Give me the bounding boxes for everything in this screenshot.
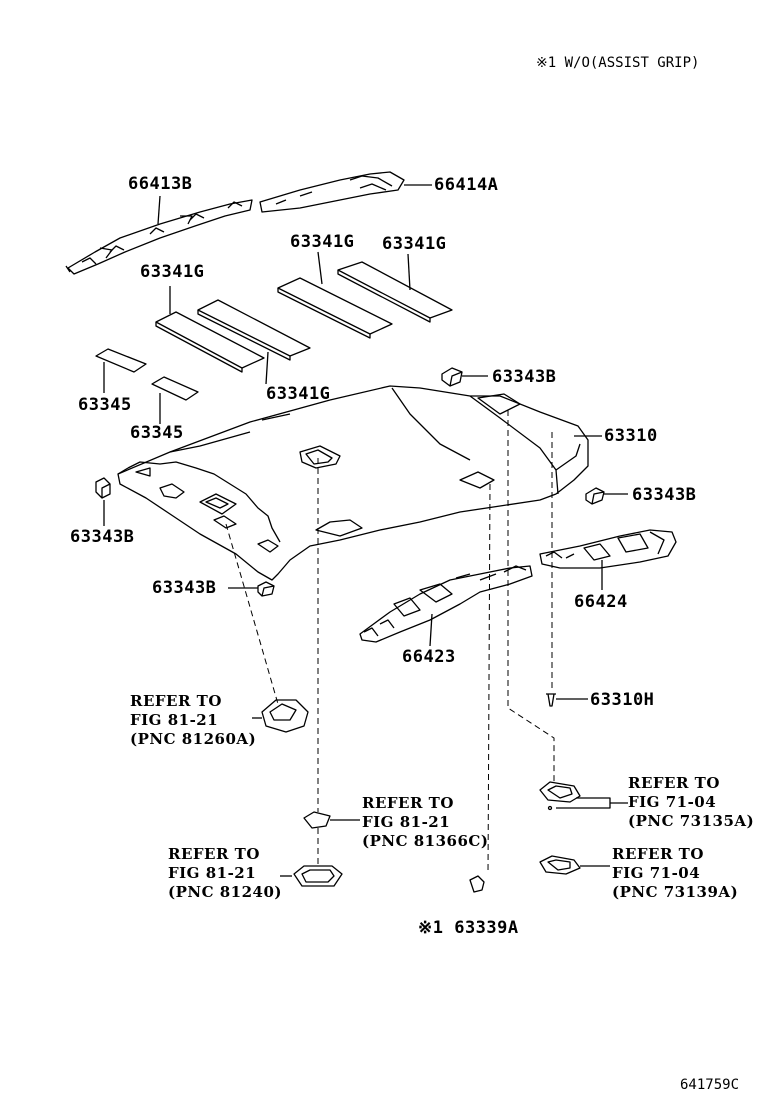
part-66414A-bracket — [259, 171, 405, 213]
reference-81240-line1: REFER TO — [168, 845, 260, 863]
pad-63341G-d — [337, 261, 453, 323]
reference-81260A-line3: (PNC 81260A) — [130, 730, 257, 748]
part-66413B-bracket — [65, 199, 253, 275]
pad-63345-a — [95, 348, 147, 373]
label-63341G-a: 63341G — [140, 262, 205, 282]
block-63343B-right — [585, 487, 605, 505]
reference-81240-line2: FIG 81-21 — [168, 864, 257, 882]
pad-63341G-b — [197, 299, 311, 361]
leader-63341G-b — [265, 351, 269, 385]
reference-73135A-line1: REFER TO — [628, 774, 720, 792]
reference-73139A-line2: FIG 71-04 — [612, 864, 701, 882]
clip-81366C — [303, 811, 331, 829]
block-63343B-top — [441, 367, 463, 387]
reference-73135A-line3: (PNC 73135A) — [628, 812, 755, 830]
leader-73135A — [556, 797, 611, 809]
label-66423: 66423 — [402, 647, 456, 667]
label-63343B-top: 63343B — [492, 367, 557, 387]
block-63343B-left — [95, 477, 111, 499]
lamp-81260A — [261, 699, 309, 733]
block-63343B-bottom — [257, 581, 275, 597]
label-63341G-b: 63341G — [266, 384, 331, 404]
reference-73139A: REFER TO FIG 71-04 (PNC 73139A) — [612, 845, 738, 902]
label-66413B: 66413B — [128, 174, 193, 194]
label-63310H: 63310H — [590, 690, 655, 710]
screw-63310H — [546, 693, 556, 707]
clip-63339A — [469, 875, 485, 893]
reference-73139A-line1: REFER TO — [612, 845, 704, 863]
reference-81366C-line2: FIG 81-21 — [362, 813, 451, 831]
leader-66423 — [429, 613, 433, 647]
label-63341G-c: 63341G — [290, 232, 355, 252]
reference-81240-line3: (PNC 81240) — [168, 883, 283, 901]
label-63345-a: 63345 — [78, 395, 132, 415]
dashed-guides — [225, 410, 555, 875]
reference-73135A-line2: FIG 71-04 — [628, 793, 717, 811]
reference-73139A-line3: (PNC 73139A) — [612, 883, 739, 901]
label-63343B-left: 63343B — [70, 527, 135, 547]
reference-81366C-line1: REFER TO — [362, 794, 454, 812]
note-text: ※1 W/O(ASSIST GRIP) — [536, 55, 700, 71]
leader-63341G-c — [317, 251, 323, 285]
reference-81366C: REFER TO FIG 81-21 (PNC 81366C) — [362, 794, 488, 851]
label-66424: 66424 — [574, 592, 628, 612]
leader-63341G-d — [407, 253, 411, 291]
label-66414A: 66414A — [434, 175, 499, 195]
reference-81260A-line1: REFER TO — [130, 692, 222, 710]
headliner-63310 — [117, 385, 589, 581]
pad-63345-b — [151, 376, 199, 401]
diagram-id: 641759C — [680, 1077, 740, 1093]
reference-81366C-line3: (PNC 81366C) — [362, 832, 489, 850]
lamp-81240 — [293, 865, 343, 887]
label-63343B-bottom: 63343B — [152, 578, 217, 598]
label-63341G-d: 63341G — [382, 234, 447, 254]
label-63339A: ※1 63339A — [418, 918, 519, 938]
leader-66413B — [157, 195, 161, 225]
grip-73139A — [539, 855, 581, 875]
part-66423-bracket — [359, 565, 533, 643]
label-63343B-right: 63343B — [632, 485, 697, 505]
part-66424-bracket — [539, 529, 677, 569]
reference-81260A-line2: FIG 81-21 — [130, 711, 219, 729]
reference-81240: REFER TO FIG 81-21 (PNC 81240) — [168, 845, 282, 902]
reference-81260A: REFER TO FIG 81-21 (PNC 81260A) — [130, 692, 256, 749]
pad-63341G-a — [155, 311, 265, 373]
pad-63341G-c — [277, 277, 393, 339]
reference-73135A: REFER TO FIG 71-04 (PNC 73135A) — [628, 774, 754, 831]
screw-73135A — [547, 805, 553, 811]
label-63345-b: 63345 — [130, 423, 184, 443]
label-63310: 63310 — [604, 426, 658, 446]
grip-73135A — [539, 781, 581, 803]
